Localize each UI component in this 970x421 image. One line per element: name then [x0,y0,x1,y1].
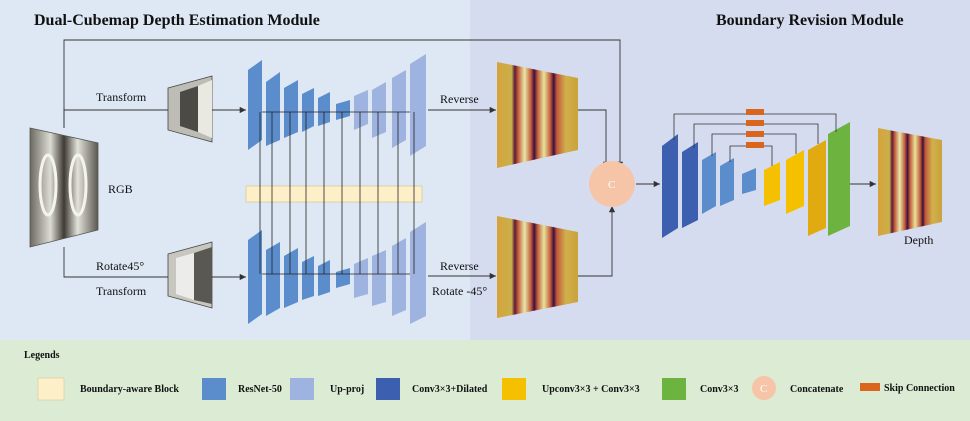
legend-concat: C Concatenate [752,376,844,400]
skip-connection-blocks [746,109,764,148]
boundary-revision-network [662,122,850,238]
depth-label: Depth [904,233,933,247]
concat-connectors [578,109,660,277]
concatenate-symbol: C [608,179,615,191]
transform-top-label: Transform [96,90,147,104]
cubemap-image-top [167,75,213,143]
legend-upconv: Upconv3×3 + Conv3×3 [502,378,640,400]
svg-text:C: C [760,383,767,395]
depth-output-image [878,128,942,236]
concatenate-node [589,161,635,207]
boundary-skip-lines [259,111,415,275]
legend-title: Legends [24,350,60,361]
svg-text:Conv3×3+Dilated: Conv3×3+Dilated [412,384,488,395]
legend-resnet: ResNet-50 [202,378,282,400]
cubemap-image-bottom [167,241,213,309]
rgb-label: RGB [108,182,133,196]
svg-text:Conv3×3: Conv3×3 [700,384,738,395]
depth-map-bottom [497,216,578,318]
legend-background [0,340,970,421]
right-module-title: Boundary Revision Module [716,12,904,29]
input-connectors [63,39,624,281]
legend-dilated: Conv3×3+Dilated [376,378,488,400]
svg-text:Upconv3×3 + Conv3×3: Upconv3×3 + Conv3×3 [542,384,640,395]
transform-bottom-label: Transform [96,284,147,298]
svg-text:Skip Connection: Skip Connection [884,383,955,394]
legend-upproj: Up-proj [290,378,364,400]
svg-text:ResNet-50: ResNet-50 [238,384,282,395]
svg-text:Up-proj: Up-proj [330,384,364,395]
legend-items: Boundary-aware Block ResNet-50 Up-proj C… [37,376,955,401]
left-module-title: Dual-Cubemap Depth Estimation Module [34,12,320,29]
reverse-bottom-label: Reverse [440,259,479,273]
depth-map-top [497,62,578,168]
rgb-input-image [29,127,99,248]
legend-skip: Skip Connection [860,383,955,394]
svg-text:Boundary-aware Block: Boundary-aware Block [80,384,179,395]
legend-boundary: Boundary-aware Block [37,377,179,401]
legend-conv: Conv3×3 [662,378,738,400]
reverse-top-label: Reverse [440,92,479,106]
rotate45-label: Rotate45° [96,259,144,273]
svg-text:Concatenate: Concatenate [790,384,844,395]
rotate-neg45-label: Rotate -45° [432,284,487,298]
